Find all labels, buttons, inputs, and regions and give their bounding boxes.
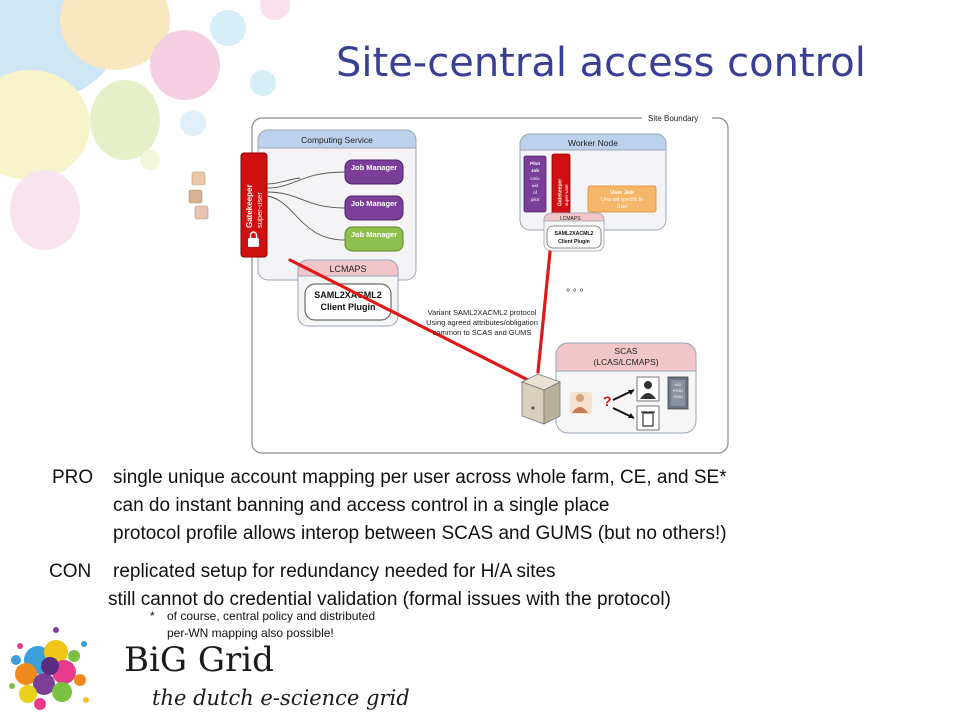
wn-lcmaps-label: LCMAPS <box>560 216 581 222</box>
user-icon <box>194 205 209 220</box>
server-icon <box>520 373 562 425</box>
slide-title: Site-central access control <box>336 40 866 86</box>
wn-gatekeeper-label: Gatekeeper <box>558 179 564 206</box>
con-line-2: still cannot do credential validation (f… <box>108 589 671 610</box>
pilot-line: Unix <box>530 176 540 181</box>
footnote-marker: * <box>150 609 155 623</box>
worker-node: Worker Node Pilot Job Unix uid of pilot … <box>519 133 667 231</box>
gatekeeper-label: Gatekeeper <box>245 184 254 228</box>
job-manager-2 <box>344 195 404 221</box>
job-manager-label-3: Job Manager <box>351 230 397 239</box>
biggrid-logo <box>9 627 89 710</box>
computing-service-title: Computing Service <box>301 135 373 145</box>
job-manager-3 <box>344 226 404 252</box>
pro-line-2: can do instant banning and access contro… <box>113 495 610 516</box>
protocol-note: Variant SAML2XACML2 protocol Using agree… <box>426 308 538 337</box>
scas-line2: (LCAS/LCMAPS) <box>593 357 658 367</box>
footnote-line-1: of course, central policy and distribute… <box>167 609 376 623</box>
logo-brand: BiG Grid <box>124 640 274 680</box>
pro-line-3: protocol profile allows interop between … <box>113 523 727 544</box>
scas-line1: SCAS <box>614 346 637 356</box>
pro-label: PRO <box>52 467 94 488</box>
scas-box: SCAS (LCAS/LCMAPS) ? UID PGID SGID <box>555 342 697 434</box>
user-job-line3: User <box>617 204 628 210</box>
user-job <box>587 185 657 213</box>
plugin-line2: Client Plugin <box>321 302 376 312</box>
logo-tagline: the dutch e-science grid <box>152 686 410 710</box>
pilot-job <box>523 155 547 213</box>
con-label: CON <box>49 561 92 582</box>
logo-mosaic-icon <box>9 627 89 710</box>
wn-lcmaps-box: LCMAPS SAML2XACML2 Client Plugin <box>543 212 605 252</box>
pilot-line: uid <box>532 183 539 188</box>
protocol-note-line: Using agreed attributes/obligation <box>426 318 538 327</box>
db-line: SGID <box>673 394 683 399</box>
db-line: PGID <box>673 388 683 393</box>
trash-icon <box>636 405 660 431</box>
lcmaps-box: LCMAPS SAML2XACML2 Client Plugin <box>297 259 399 327</box>
wn-plugin-line2: Client Plugin <box>558 239 590 245</box>
pilot-line: pilot <box>531 197 540 202</box>
question-mark: ? <box>603 393 612 409</box>
wn-plugin-box <box>546 225 602 249</box>
lock-icon <box>248 231 259 247</box>
cs-to-scas-line <box>288 258 534 384</box>
user-account-icon <box>636 376 660 402</box>
job-manager-1 <box>344 159 404 185</box>
user-job-line2: Unix uid specific to <box>601 197 643 203</box>
job-manager-label-2: Job Manager <box>351 199 397 208</box>
user-icon <box>191 171 206 186</box>
pro-line-1: single unique account mapping per user a… <box>113 467 727 488</box>
wn-to-scas-line <box>536 250 552 374</box>
con-line-1: replicated setup for redundancy needed f… <box>113 561 556 582</box>
super-user-label: super-user <box>255 192 264 228</box>
wn-plugin-line1: SAML2XACML2 <box>555 231 594 237</box>
more-nodes-ellipsis: ° ° ° <box>566 288 584 299</box>
red-connections <box>288 250 552 384</box>
pilot-line: Job <box>531 168 539 173</box>
protocol-note-line: Variant SAML2XACML2 protocol <box>428 308 537 317</box>
admin-figure-icon <box>570 392 592 414</box>
computing-service: Computing Service Gatekeeper super-user … <box>240 129 417 281</box>
site-boundary-label: Site Boundary <box>648 114 698 123</box>
gatekeeper-bar <box>240 152 268 258</box>
pilot-line: Pilot <box>530 161 540 166</box>
database-icon: UID PGID SGID <box>667 376 689 410</box>
user-icons <box>188 171 209 220</box>
lcmaps-label: LCMAPS <box>329 264 366 274</box>
plugin-box <box>304 283 392 321</box>
protocol-note-line: common to SCAS and GUMS <box>433 328 532 337</box>
user-job-line1: User Job <box>610 190 634 196</box>
wn-super-user-label: super-user <box>564 184 569 206</box>
job-manager-label-1: Job Manager <box>351 163 397 172</box>
architecture-diagram: Site Boundary Computing Service Gatekeep… <box>188 111 729 454</box>
plugin-line1: SAML2XACML2 <box>314 290 382 300</box>
user-icon <box>188 189 203 204</box>
worker-node-title: Worker Node <box>568 138 618 148</box>
db-line: UID <box>675 382 682 387</box>
footnote-line-2: per-WN mapping also possible! <box>167 626 334 640</box>
pilot-line: of <box>533 190 538 195</box>
